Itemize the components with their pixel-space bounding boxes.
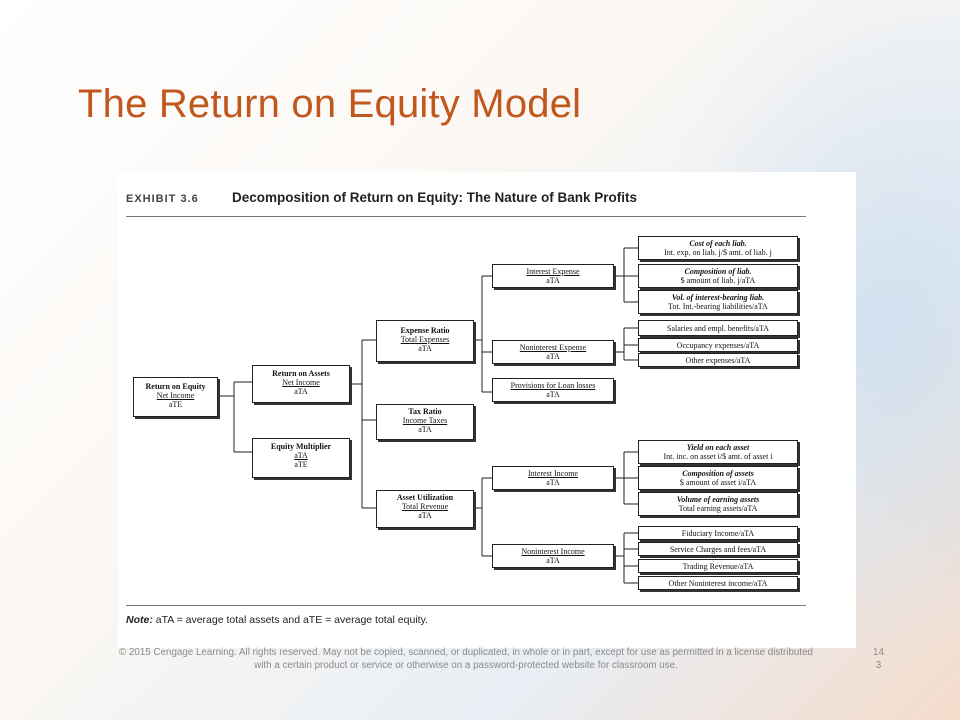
exhibit-note: Note: aTA = average total assets and aTE… xyxy=(126,614,428,626)
l6-text: Other expenses/aTA xyxy=(685,355,751,365)
er-title: Expense Ratio xyxy=(400,326,450,335)
em-title: Equity Multiplier xyxy=(270,442,332,451)
asset-utilization-box: Asset Utilization Total Revenue aTA xyxy=(376,490,474,528)
l1-title: Cost of each liab. xyxy=(689,239,747,248)
tr-numerator: Income Taxes xyxy=(402,416,448,425)
page-number-line-1: 14 xyxy=(873,647,884,658)
ie-denominator: aTA xyxy=(546,276,560,285)
em-denominator: aTE xyxy=(294,460,308,469)
roa-numerator: Net Income xyxy=(282,378,320,387)
ne-denominator: aTA xyxy=(546,352,560,361)
l4-text: Salaries and empl. benefits/aTA xyxy=(667,323,769,333)
l7-text: Int. inc. on asset i/$ amt. of asset i xyxy=(663,452,773,461)
tax-ratio-box: Tax Ratio Income Taxes aTA xyxy=(376,404,474,440)
roa-denominator: aTA xyxy=(294,387,308,396)
l2-title: Composition of liab. xyxy=(684,267,752,276)
pll-denominator: aTA xyxy=(546,390,560,399)
l2-text: $ amount of liab. j/aTA xyxy=(680,276,756,285)
leaf-cost-of-each-liability: Cost of each liab. Int. exp. on liab. j/… xyxy=(638,236,798,260)
au-denominator: aTA xyxy=(418,511,432,520)
page-number: 14 3 xyxy=(873,647,884,672)
copyright-footer: © 2015 Cengage Learning. All rights rese… xyxy=(119,647,813,671)
leaf-volume-interest-bearing-liabilities: Vol. of interest-bearing liab. Tot. Int.… xyxy=(638,290,798,314)
l7-title: Yield on each asset xyxy=(686,443,750,452)
note-label: Note: xyxy=(126,614,153,626)
roe-numerator: Net Income xyxy=(156,391,195,400)
interest-income-box: Interest Income aTA xyxy=(492,466,614,490)
l12-text: Trading Revenue/aTA xyxy=(682,561,754,571)
slide-title: The Return on Equity Model xyxy=(78,82,582,126)
ii-numerator: Interest Income xyxy=(528,469,578,478)
tr-title: Tax Ratio xyxy=(408,407,442,416)
l3-text: Tot. Int.-bearing liabilities/aTA xyxy=(668,302,768,311)
return-on-assets-box: Return on Assets Net Income aTA xyxy=(252,365,350,403)
leaf-salaries-benefits: Salaries and empl. benefits/aTA xyxy=(638,320,798,336)
ni-numerator: Noninterest Income xyxy=(521,547,585,556)
exhibit-top-rule xyxy=(126,216,806,217)
leaf-other-expenses: Other expenses/aTA xyxy=(638,353,798,367)
leaf-composition-of-assets: Composition of assets $ amount of asset … xyxy=(638,466,798,490)
em-numerator: aTA xyxy=(294,451,308,460)
leaf-fiduciary-income: Fiduciary Income/aTA xyxy=(638,526,798,540)
expense-ratio-box: Expense Ratio Total Expenses aTA xyxy=(376,320,474,362)
au-title: Asset Utilization xyxy=(396,493,454,502)
leaf-yield-on-each-asset: Yield on each asset Int. inc. on asset i… xyxy=(638,440,798,464)
return-on-equity-box: Return on Equity Net Income aTE xyxy=(133,377,218,417)
leaf-service-charges-fees: Service Charges and fees/aTA xyxy=(638,542,798,556)
exhibit-number: EXHIBIT 3.6 xyxy=(126,193,199,205)
au-numerator: Total Revenue xyxy=(401,502,449,511)
l8-text: $ amount of asset i/aTA xyxy=(679,478,757,487)
note-text: aTA = average total assets and aTE = ave… xyxy=(152,614,428,626)
noninterest-expense-box: Noninterest Expense aTA xyxy=(492,340,614,364)
l5-text: Occupancy expenses/aTA xyxy=(676,340,760,350)
equity-multiplier-box: Equity Multiplier aTA aTE xyxy=(252,438,350,478)
er-numerator: Total Expenses xyxy=(400,335,450,344)
page-number-line-2: 3 xyxy=(875,659,882,671)
l10-text: Fiduciary Income/aTA xyxy=(681,528,755,538)
ni-denominator: aTA xyxy=(546,556,560,565)
leaf-volume-of-earning-assets: Volume of earning assets Total earning a… xyxy=(638,492,798,516)
l9-text: Total earning assets/aTA xyxy=(678,504,758,513)
roe-title: Return on Equity xyxy=(145,382,206,391)
noninterest-income-box: Noninterest Income aTA xyxy=(492,544,614,568)
er-denominator: aTA xyxy=(418,344,432,353)
leaf-trading-revenue: Trading Revenue/aTA xyxy=(638,559,798,573)
exhibit-title: Decomposition of Return on Equity: The N… xyxy=(232,190,638,205)
l3-title: Vol. of interest-bearing liab. xyxy=(671,293,765,302)
leaf-composition-of-liabilities: Composition of liab. $ amount of liab. j… xyxy=(638,264,798,288)
leaf-occupancy-expenses: Occupancy expenses/aTA xyxy=(638,338,798,352)
ne-numerator: Noninterest Expense xyxy=(519,343,587,352)
provisions-loan-losses-box: Provisions for Loan losses aTA xyxy=(492,378,614,402)
l8-title: Composition of assets xyxy=(682,469,754,478)
tr-denominator: aTA xyxy=(418,425,432,434)
ie-numerator: Interest Expense xyxy=(526,267,580,276)
l13-text: Other Noninterest income/aTA xyxy=(668,578,768,588)
exhibit-bottom-rule xyxy=(126,605,806,606)
l11-text: Service Charges and fees/aTA xyxy=(669,544,767,554)
interest-expense-box: Interest Expense aTA xyxy=(492,264,614,288)
l1-text: Int. exp. on liab. j/$ amt. of liab. j xyxy=(664,248,772,257)
roe-denominator: aTE xyxy=(168,400,183,409)
leaf-other-noninterest-income: Other Noninterest income/aTA xyxy=(638,576,798,590)
roa-title: Return on Assets xyxy=(272,369,330,378)
ii-denominator: aTA xyxy=(546,478,560,487)
l9-title: Volume of earning assets xyxy=(676,495,760,504)
pll-numerator: Provisions for Loan losses xyxy=(510,381,596,390)
